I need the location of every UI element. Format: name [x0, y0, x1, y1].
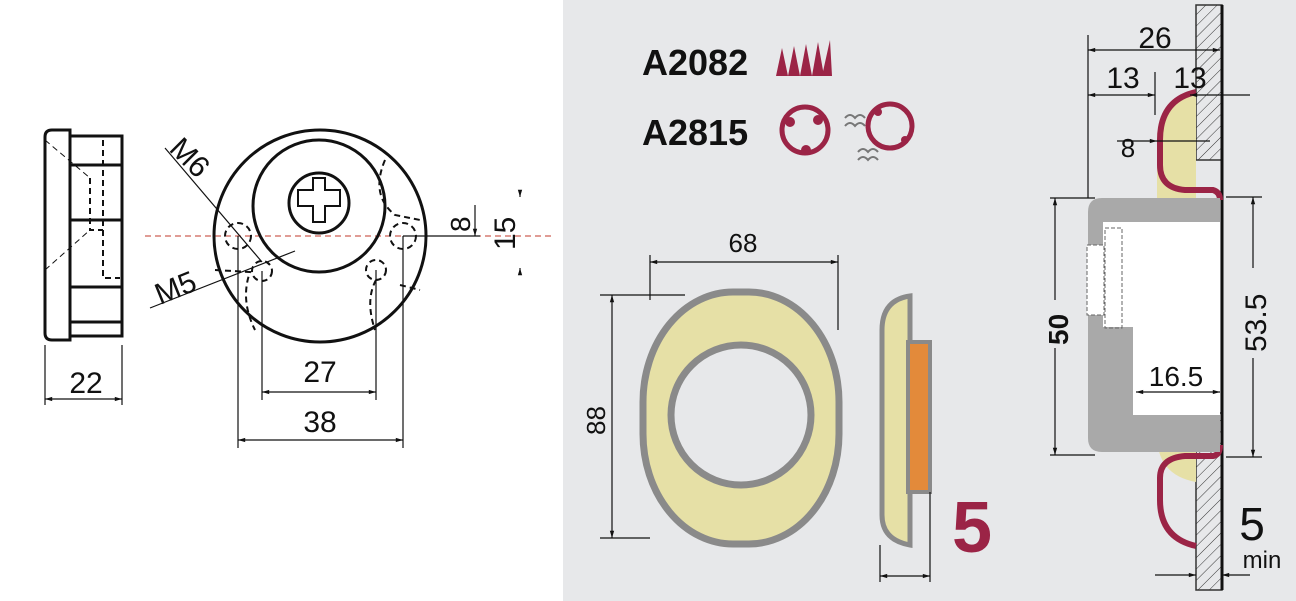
front-view: M6 M5 27 38 8 15	[145, 128, 552, 448]
dim-26: 26	[1138, 22, 1171, 55]
dim-min-label: min	[1243, 547, 1282, 574]
dim-27: 27	[303, 356, 336, 389]
dim-13-b: 13	[1173, 62, 1206, 95]
ring-spring-icon	[779, 101, 915, 162]
hatch-stripes-icon	[776, 40, 832, 76]
thickness-5: 5	[952, 488, 992, 568]
rosette-front-view: 68 88	[581, 228, 843, 548]
code-a2815: A2815	[642, 112, 748, 153]
dim-8-rim: 8	[1121, 133, 1135, 163]
product-codes: A2082 A2815	[642, 40, 915, 162]
dim-5-min: 5	[1239, 498, 1265, 550]
dim-13-a: 13	[1106, 62, 1139, 95]
section-view: 26 13 13 8 50 53.5 16.5 5 min	[1043, 4, 1282, 591]
dim-50: 50	[1043, 314, 1074, 345]
label-m6: M6	[163, 132, 216, 185]
dim-38: 38	[303, 406, 336, 439]
dim-width-22: 22	[69, 367, 102, 400]
dim-16-5: 16.5	[1149, 361, 1204, 392]
dim-68: 68	[729, 228, 758, 258]
dim-53-5: 53.5	[1240, 294, 1273, 352]
rosette-side-view: 5	[879, 293, 992, 582]
dim-88: 88	[581, 406, 611, 435]
dim-8: 8	[445, 216, 476, 232]
side-view: 22	[43, 128, 124, 405]
code-a2082: A2082	[642, 42, 748, 83]
dim-15: 15	[489, 217, 522, 250]
